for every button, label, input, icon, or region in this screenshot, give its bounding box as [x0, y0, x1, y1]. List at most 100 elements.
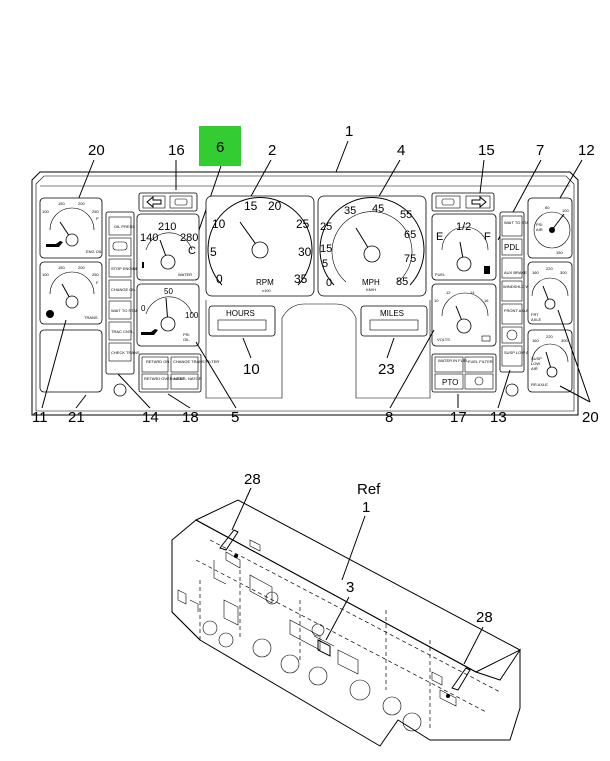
blank-panel	[39, 329, 103, 393]
callout-1-bottom: 1	[362, 499, 370, 516]
callout-1: 1	[345, 123, 353, 140]
hours-label: HOURS	[226, 309, 255, 318]
btn-change-filter: CHANGE TRANS FILTER	[173, 359, 219, 364]
fuel-tick-f: F	[484, 231, 491, 243]
ind-r-front-axle: FRONT AXLE	[504, 308, 529, 313]
trans-tick-150: 150	[58, 265, 65, 270]
water-tick-140: 140	[140, 232, 158, 244]
fuel-pump-icon	[484, 266, 490, 274]
water-temp-gauge: 140 210 280 C WATER	[136, 213, 200, 281]
air-tick-100: 100	[562, 208, 569, 213]
oil-temp-tick-250: 250	[92, 209, 99, 214]
air-tick-60: 60	[545, 205, 550, 210]
oilp-label1: PSI	[183, 332, 189, 337]
oil-can-icon-2	[141, 329, 158, 335]
callout-20-right: 20	[582, 409, 599, 426]
btn-alternator: ALTER- NATOR	[173, 376, 202, 381]
trans-tick-250: 250	[92, 272, 99, 277]
frt-label2: AXLE	[531, 317, 542, 322]
ind-r-pdl: PDL	[504, 243, 520, 252]
air-label1: PSI	[536, 222, 542, 227]
rpm-tick-5: 5	[210, 245, 217, 259]
callout-28-right: 28	[476, 609, 493, 626]
cluster-housing	[31, 171, 579, 416]
cluster-housing-isometric	[171, 499, 522, 747]
mph-tick-35: 35	[344, 205, 356, 217]
callout-2: 2	[268, 142, 276, 159]
oil-can-icon	[46, 241, 63, 247]
callout-6[interactable]: 6	[216, 139, 224, 156]
rpm-tachometer: 0 5 10 15 20 25 30 35 RPM x100	[205, 195, 315, 297]
trans-label: TRANS	[84, 315, 98, 320]
ind-r-aux-brake: AUX BRAKE	[504, 270, 527, 275]
callout-11: 11	[32, 409, 48, 426]
ind-r-wait-start: WAIT TO START	[504, 220, 535, 225]
water-tick-c: C	[188, 245, 196, 257]
btn-retard-on: RETARD ON	[146, 359, 169, 364]
rpm-tick-35: 35	[294, 272, 308, 286]
oil-temp-tick-150: 150	[58, 201, 65, 206]
ind-oil-press: OIL PRESS	[114, 224, 135, 229]
fuel-pto-buttons: WATER IN FUEL FUEL FILTER PTO	[431, 353, 497, 393]
ind-stop-engine: STOP ENGINE	[111, 266, 139, 271]
mph-tick-45: 45	[372, 203, 384, 215]
mph-label: MPH	[362, 278, 380, 287]
callout-16: 16	[168, 142, 185, 159]
rr-label3: AIR	[531, 366, 538, 371]
oilp-label2: OIL	[183, 337, 190, 342]
mph-sublabel: KM/H	[366, 287, 376, 292]
ind-trac-cntl: TRAC CNTL	[111, 329, 134, 334]
frt-tick-160: 160	[532, 270, 539, 275]
rpm-tick-25: 25	[296, 217, 310, 231]
thermometer-icon	[142, 262, 144, 268]
mph-tick-55: 55	[400, 209, 412, 221]
volts-gauge: 10 12 14 16 VOLTS	[431, 283, 497, 347]
ind-wait-start: WAIT TO START	[111, 308, 142, 313]
mph-tick-65: 65	[404, 229, 416, 241]
mph-tick-75: 75	[404, 253, 416, 265]
oil-temp-tick-p: P	[96, 216, 99, 221]
callout-23: 23	[378, 361, 395, 378]
fuel-label: FUEL	[435, 272, 446, 277]
top-leader-lines	[75, 140, 583, 263]
gear-icon	[46, 310, 54, 318]
fuel-tick-e: E	[436, 231, 443, 243]
callout-13: 13	[490, 409, 507, 426]
ref-label: Ref	[357, 481, 381, 498]
volts-tick-14: 14	[470, 290, 475, 295]
highlighted-callout-box[interactable]	[199, 126, 241, 166]
callout-12: 12	[578, 142, 595, 159]
rpm-sublabel: x100	[262, 288, 271, 293]
oil-temp-gauge: 100 150 200 250 P ENG OIL	[39, 197, 103, 259]
mph-speedometer: 0 5 15 25 35 45 55 65 75 85 MPH KM/H	[317, 195, 427, 297]
rr-label1: SUSP	[531, 356, 542, 361]
frt-tick-220: 220	[546, 266, 553, 271]
rpm-tick-15: 15	[244, 199, 258, 213]
housing-leader-lines	[231, 487, 484, 665]
left-indicator-strip: OIL PRESS STOP ENGINE CHANGE OIL WAIT TO…	[105, 211, 142, 375]
rear-axle-gauge: 160 220 300 SUSP LOW AIR RR AXLE	[527, 329, 573, 393]
rr-label2: LOW	[531, 361, 540, 366]
oil-pressure-gauge: 0 50 100 PSI OIL	[136, 283, 200, 347]
air-pressure-gauge: 60 100 150 PSI AIR	[527, 197, 573, 259]
callout-10: 10	[243, 361, 260, 378]
right-signal-panel	[431, 192, 495, 212]
oil-temp-tick-100: 100	[42, 209, 49, 214]
front-axle-gauge: 160 220 300 FRT AXLE	[527, 261, 573, 325]
volts-label: VOLTS	[437, 337, 450, 342]
callout-4: 4	[397, 142, 405, 159]
mph-tick-5: 5	[322, 258, 328, 270]
rr-tick-300: 300	[561, 338, 568, 343]
volts-tick-10: 10	[434, 298, 439, 303]
small-knob-left	[113, 383, 127, 397]
callout-21: 21	[68, 409, 85, 426]
callout-8: 8	[385, 409, 393, 426]
right-indicator-strip: WAIT TO START PDL AUX BRAKE WINDSHLD WAS…	[499, 211, 550, 373]
rpm-tick-20: 20	[268, 199, 282, 213]
oilp-tick-100: 100	[185, 311, 199, 320]
ind-check-trans: CHECK TRANS	[111, 350, 140, 355]
oil-temp-tick-200: 200	[78, 201, 85, 206]
rpm-tick-30: 30	[298, 245, 312, 259]
mph-tick-15: 15	[320, 243, 332, 255]
